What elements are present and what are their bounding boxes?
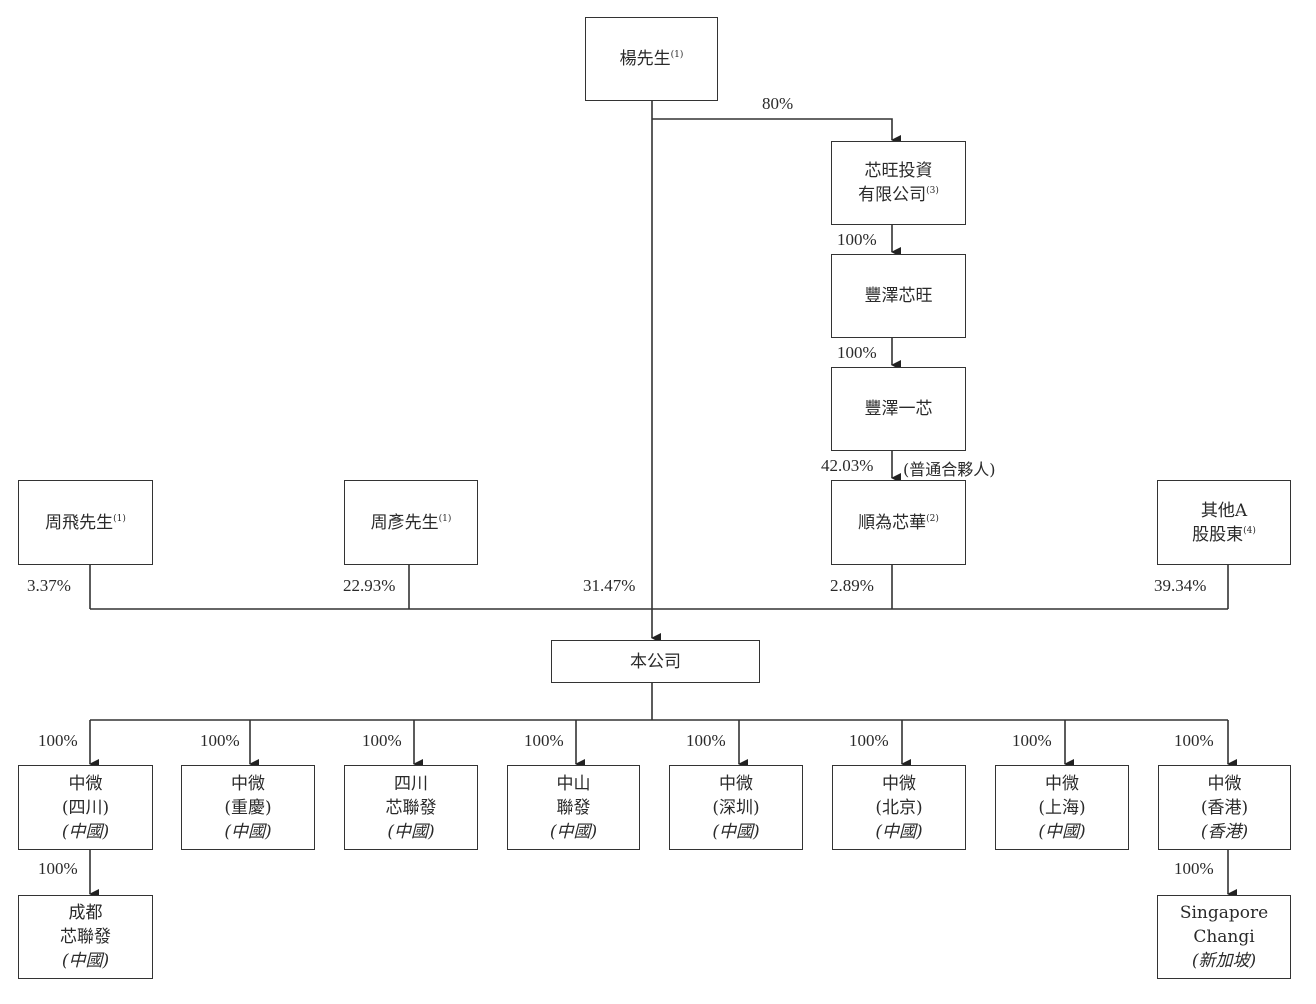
node-label-line: 聯發	[556, 797, 591, 818]
footnote-marker: (1)	[113, 513, 126, 524]
pct-sub: 100%	[38, 731, 78, 750]
pct-zhouyan: 22.93%	[343, 576, 396, 595]
pct-yang-company: 31.47%	[583, 576, 636, 595]
pct-sub: 100%	[1012, 731, 1052, 750]
node-label-line: 中微	[719, 773, 753, 794]
footnote-marker: (1)	[670, 50, 684, 60]
node-subsidiary: 中微 (重慶) (中國)	[181, 765, 315, 850]
node-label-line: 中微	[68, 773, 103, 794]
node-jurisdiction: (中國)	[61, 821, 110, 842]
pct-sub: 100%	[686, 731, 726, 750]
node-label-line: 芯旺投資	[864, 161, 933, 181]
edge-yang-xinwang	[652, 118, 901, 145]
node-subsidiary: 四川芯聯發 (中國)	[344, 765, 478, 850]
node-jurisdiction: (中國)	[387, 821, 435, 842]
node-label-line: 其他A	[1200, 500, 1248, 521]
footnote-marker: (3)	[926, 186, 939, 196]
node-label-line: 芯聯發	[60, 927, 111, 947]
node-other-a-shareholders: 其他A 股股東(4)	[1157, 480, 1291, 565]
node-label-line: 本公司	[630, 651, 681, 672]
pct-yang-xinwang: 80%	[762, 94, 794, 113]
node-label-line: 中微	[1045, 773, 1079, 794]
node-jurisdiction: (中國)	[712, 821, 760, 842]
node-label-line: 有限公司(3)	[858, 185, 939, 205]
node-subsidiary: 中微 (香港) (香港)	[1158, 765, 1291, 850]
node-jurisdiction: (中國)	[61, 951, 110, 971]
node-xinwang-investment: 芯旺投資有限公司(3)	[831, 141, 966, 225]
node-fengze-yixin: 豐澤一芯	[831, 367, 966, 451]
pct-sub: 100%	[1174, 731, 1214, 750]
node-chengdu-xinlianfa: 成都芯聯發 (中國)	[18, 895, 153, 979]
pct-sub: 100%	[524, 731, 564, 750]
node-label-line: 中微	[231, 773, 265, 794]
pct-hk-singapore: 100%	[1174, 859, 1214, 878]
footnote-marker: (4)	[1243, 525, 1256, 536]
pct-zhoufei: 3.37%	[27, 576, 71, 595]
pct-xinwang-fengze: 100%	[837, 230, 877, 249]
node-jurisdiction: (中國)	[549, 821, 598, 842]
pct-sub: 100%	[200, 731, 240, 750]
node-label-line: 芯聯發	[385, 797, 437, 818]
node-jurisdiction: (中國)	[224, 821, 272, 842]
node-label-line: (香港)	[1200, 797, 1249, 818]
node-label-line: 中山	[556, 773, 591, 794]
node-label-line: 豐澤一芯	[864, 399, 933, 419]
pct-sub: 100%	[362, 731, 402, 750]
node-subsidiary: 中微 (上海) (中國)	[995, 765, 1129, 850]
node-label-line: Changi	[1193, 927, 1255, 947]
node-label-line: 四川	[394, 773, 428, 794]
node-jurisdiction: (中國)	[1038, 821, 1086, 842]
pct-sub: 100%	[849, 731, 889, 750]
node-jurisdiction: (新加坡)	[1191, 951, 1257, 971]
node-subsidiary: 中微 (四川) (中國)	[18, 765, 153, 850]
node-label-line: (四川)	[61, 797, 110, 818]
node-mr-zhou-fei: 周飛先生(1)	[18, 480, 153, 565]
node-label-line: 成都	[68, 903, 103, 923]
node-label-line: 豐澤芯旺	[864, 286, 933, 306]
node-mr-yang: 楊先生(1)	[585, 17, 718, 101]
pct-shunwei: 2.89%	[830, 576, 874, 595]
pct-sichuan-chengdu: 100%	[38, 859, 78, 878]
pct-other-a: 39.34%	[1154, 576, 1207, 595]
node-label-line: Singapore	[1179, 903, 1269, 923]
pct-fengze-yixin: 100%	[837, 343, 877, 362]
node-label-line: (深圳)	[712, 797, 760, 818]
node-mr-zhou-yan: 周彥先生(1)	[344, 480, 478, 565]
node-subsidiary: 中微 (北京) (中國)	[832, 765, 966, 850]
node-jurisdiction: (中國)	[875, 821, 923, 842]
general-partner-note: (普通合夥人)	[903, 460, 996, 479]
node-label-line: 周彥先生(1)	[370, 512, 452, 533]
node-jurisdiction: (香港)	[1200, 821, 1249, 842]
node-label-line: (上海)	[1038, 797, 1086, 818]
node-label-line: 股股東(4)	[1192, 524, 1256, 545]
node-label-line: 楊先生(1)	[619, 49, 684, 69]
node-shunwei-xinhua: 順為芯華(2)	[831, 480, 966, 565]
node-label-line: 中微	[1207, 773, 1242, 794]
footnote-marker: (2)	[926, 513, 939, 524]
node-label-line: (北京)	[875, 797, 923, 818]
node-subsidiary: 中微 (深圳) (中國)	[669, 765, 803, 850]
pct-yixin-shunwei: 42.03%	[821, 456, 874, 475]
node-the-company: 本公司	[551, 640, 760, 683]
node-label-line: 周飛先生(1)	[45, 512, 126, 533]
footnote-marker: (1)	[438, 513, 452, 524]
node-label-line: 中微	[882, 773, 916, 794]
node-label-line: (重慶)	[224, 797, 272, 818]
node-fengze-xinwang: 豐澤芯旺	[831, 254, 966, 338]
node-subsidiary: 中山聯發 (中國)	[507, 765, 640, 850]
node-label-line: 順為芯華(2)	[858, 512, 939, 533]
